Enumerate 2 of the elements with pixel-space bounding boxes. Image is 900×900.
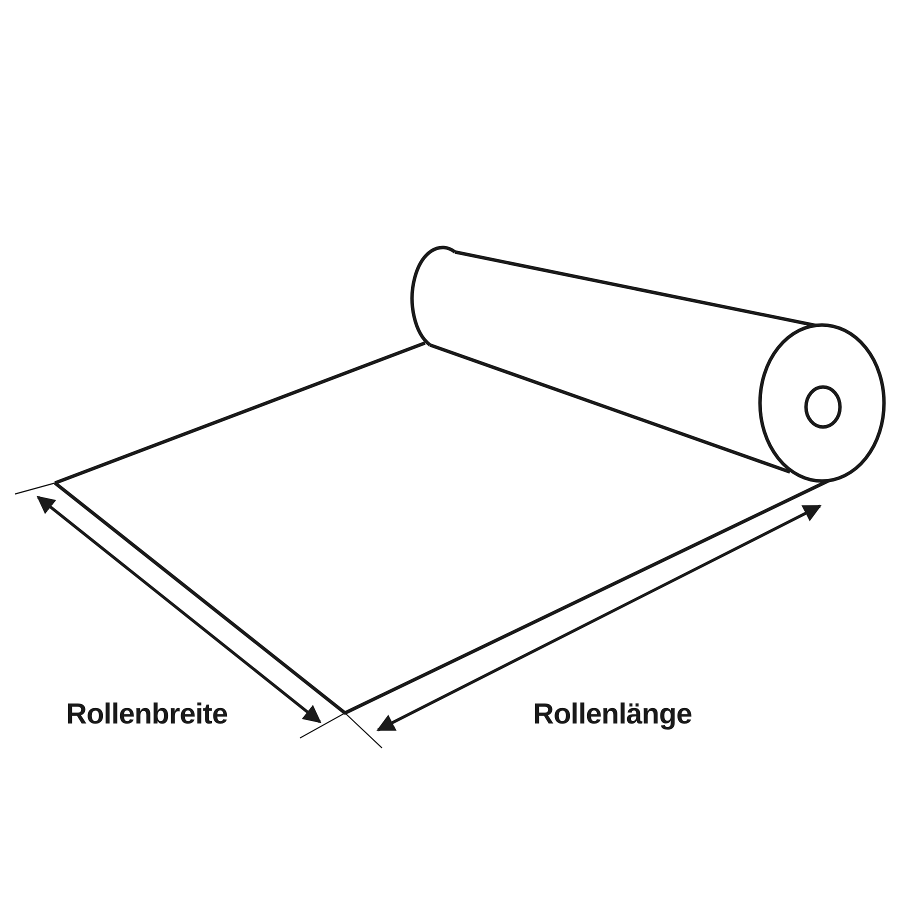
dimension-label: Rollenlänge [533, 698, 692, 732]
dimension-label: Rollenbreite [66, 698, 228, 732]
